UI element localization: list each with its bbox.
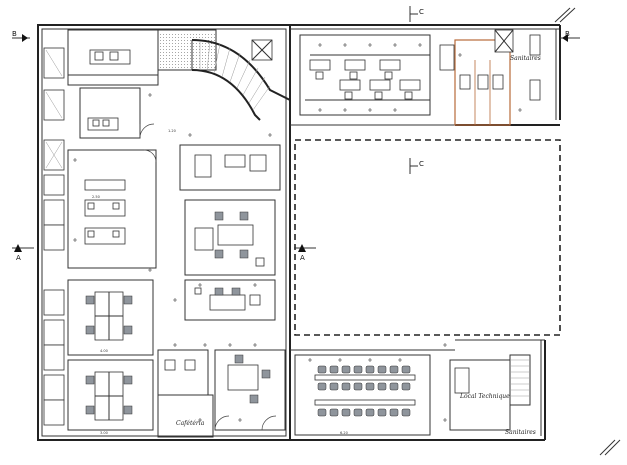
meeting-chair bbox=[401, 408, 411, 417]
meeting-chair bbox=[401, 365, 411, 374]
light-marker bbox=[73, 238, 77, 242]
light-marker bbox=[173, 298, 177, 302]
meeting-chair bbox=[401, 382, 411, 391]
section-marker-a-right: A bbox=[294, 244, 316, 262]
section-marker-c-mid: C bbox=[409, 158, 424, 174]
light-marker bbox=[253, 343, 257, 347]
open-desks-left bbox=[67, 279, 154, 431]
meeting-room bbox=[294, 354, 431, 436]
ceiling-light-markers bbox=[73, 43, 522, 422]
office-top-left bbox=[67, 29, 159, 139]
meeting-chair bbox=[341, 408, 351, 417]
meeting-chair bbox=[365, 365, 375, 374]
light-marker bbox=[343, 43, 347, 47]
meeting-chair bbox=[341, 365, 351, 374]
light-marker bbox=[268, 133, 272, 137]
meeting-chair bbox=[365, 408, 375, 417]
light-marker bbox=[443, 418, 447, 422]
section-marker-a-left: A bbox=[12, 244, 34, 262]
light-marker bbox=[393, 108, 397, 112]
svg-text:C: C bbox=[419, 160, 424, 168]
light-marker bbox=[198, 418, 202, 422]
meeting-chair bbox=[389, 408, 399, 417]
light-marker bbox=[368, 43, 372, 47]
meeting-chair bbox=[377, 365, 387, 374]
future-zone-outline bbox=[294, 139, 561, 336]
light-marker bbox=[338, 358, 342, 362]
light-marker bbox=[418, 43, 422, 47]
meeting-chair bbox=[329, 408, 339, 417]
meeting-chair bbox=[389, 365, 399, 374]
meeting-chair bbox=[317, 382, 327, 391]
dim-e: 6.20 bbox=[340, 431, 348, 435]
meeting-chair bbox=[329, 382, 339, 391]
open-office-top-right bbox=[299, 34, 431, 116]
meeting-chair bbox=[365, 382, 375, 391]
break-lines bbox=[554, 7, 621, 456]
meeting-chair bbox=[389, 382, 399, 391]
left-bays bbox=[43, 47, 65, 426]
meeting-chair bbox=[377, 408, 387, 417]
svg-text:A: A bbox=[16, 254, 21, 262]
light-marker bbox=[253, 283, 257, 287]
cafeteria-block bbox=[157, 349, 286, 438]
meeting-chair bbox=[317, 365, 327, 374]
light-marker bbox=[398, 358, 402, 362]
light-marker bbox=[443, 343, 447, 347]
svg-text:B: B bbox=[565, 30, 570, 38]
label-sanitaires-top: Sanitaires bbox=[510, 55, 541, 62]
central-stair bbox=[157, 29, 291, 121]
light-marker bbox=[198, 283, 202, 287]
dim-a: 4.00 bbox=[100, 349, 108, 353]
light-marker bbox=[228, 343, 232, 347]
meeting-chair bbox=[353, 408, 363, 417]
light-marker bbox=[203, 343, 207, 347]
light-marker bbox=[368, 108, 372, 112]
light-marker bbox=[188, 133, 192, 137]
svg-text:A: A bbox=[300, 254, 305, 262]
light-marker bbox=[343, 108, 347, 112]
label-local-technique: Local Technique bbox=[459, 393, 510, 400]
meeting-chair bbox=[353, 382, 363, 391]
light-marker bbox=[238, 418, 242, 422]
dim-b: 3.00 bbox=[100, 431, 108, 435]
light-marker bbox=[368, 358, 372, 362]
meeting-chair bbox=[341, 382, 351, 391]
dim-c: 2.50 bbox=[92, 195, 100, 199]
light-marker bbox=[458, 53, 462, 57]
light-marker bbox=[73, 158, 77, 162]
office-center bbox=[179, 144, 281, 321]
meeting-chair bbox=[329, 365, 339, 374]
light-marker bbox=[318, 43, 322, 47]
meeting-chair bbox=[377, 382, 387, 391]
label-cafeteria: Cafétéria bbox=[176, 420, 205, 427]
section-marker-c-top: C bbox=[409, 6, 424, 22]
light-marker bbox=[148, 93, 152, 97]
light-marker bbox=[318, 108, 322, 112]
office-mid-left bbox=[67, 149, 157, 269]
section-marker-b-left: B bbox=[12, 30, 30, 42]
meeting-chair bbox=[353, 365, 363, 374]
svg-text:C: C bbox=[419, 8, 424, 16]
wc-block-top bbox=[439, 29, 541, 126]
section-marker-b-right: B bbox=[560, 30, 580, 42]
light-marker bbox=[173, 343, 177, 347]
light-marker bbox=[518, 108, 522, 112]
dim-d: 1.20 bbox=[168, 129, 176, 133]
light-marker bbox=[308, 358, 312, 362]
light-marker bbox=[148, 268, 152, 272]
label-sanitaires-bottom: Sanitaires bbox=[505, 429, 536, 436]
meeting-chair bbox=[317, 408, 327, 417]
local-technique-block bbox=[449, 354, 531, 431]
light-marker bbox=[393, 43, 397, 47]
svg-text:B: B bbox=[12, 30, 17, 38]
